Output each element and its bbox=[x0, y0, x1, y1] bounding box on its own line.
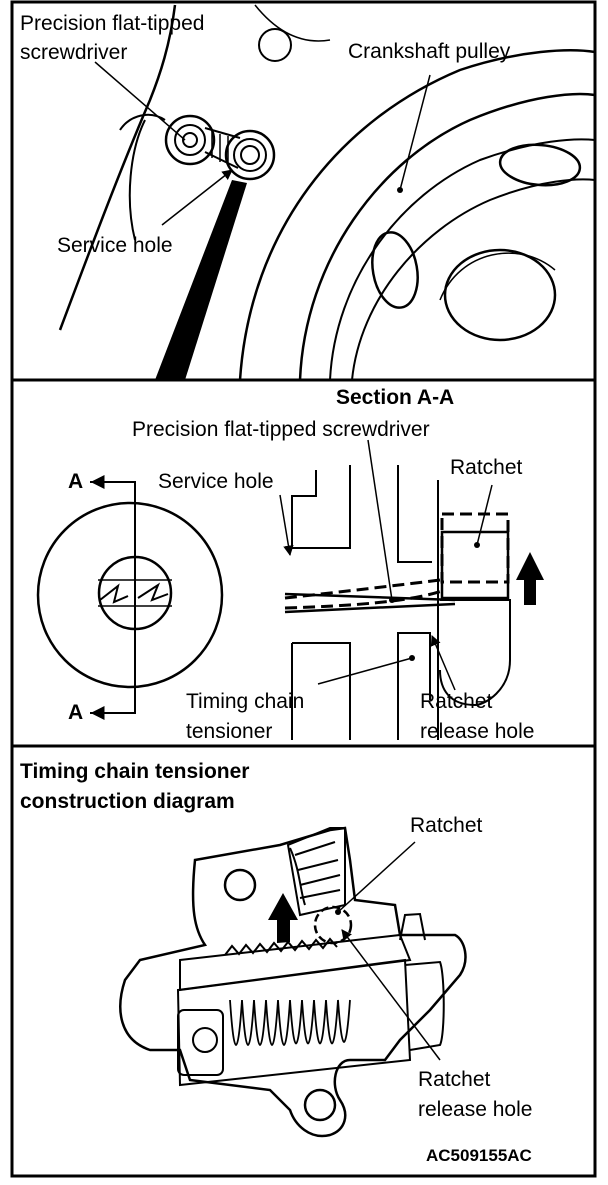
ratchet-circle bbox=[313, 905, 353, 945]
section-screwdriver bbox=[284, 578, 456, 614]
label-release-section-line2: release hole bbox=[420, 720, 535, 743]
label-ratchet-section: Ratchet bbox=[450, 456, 523, 479]
construction-title-line2: construction diagram bbox=[20, 790, 235, 813]
label-ratchet-construction: Ratchet bbox=[410, 814, 483, 837]
section-mark-top: A bbox=[68, 470, 84, 493]
leader-screwdriver bbox=[94, 61, 186, 141]
leader-pulley bbox=[399, 74, 431, 191]
up-arrow-construction bbox=[268, 893, 298, 943]
section-wedge bbox=[155, 180, 247, 380]
label-release-section-line1: Ratchet bbox=[420, 690, 493, 713]
construction-title-line1: Timing chain tensioner bbox=[20, 760, 250, 783]
leader-service-hole bbox=[161, 169, 233, 226]
label-tensioner-line1: Timing chain bbox=[186, 690, 305, 713]
label-release-construction-line1: Ratchet bbox=[418, 1068, 491, 1091]
label-screwdriver-line1: Precision flat-tipped bbox=[20, 12, 205, 35]
section-title: Section A-A bbox=[336, 386, 455, 409]
label-screwdriver-line2: screwdriver bbox=[20, 41, 128, 64]
pulley-illustration bbox=[58, 4, 596, 381]
end-view bbox=[36, 501, 224, 689]
label-service-hole-top: Service hole bbox=[57, 234, 173, 257]
label-service-hole-section: Service hole bbox=[158, 470, 274, 493]
up-arrow-section bbox=[516, 552, 544, 605]
ratchet-dashed bbox=[440, 512, 510, 584]
figure-code: AC509155AC bbox=[426, 1146, 532, 1165]
label-crankshaft-pulley: Crankshaft pulley bbox=[348, 40, 511, 63]
outer-frame bbox=[10, 0, 597, 1178]
label-release-construction-line2: release hole bbox=[418, 1098, 533, 1121]
section-mark-bottom: A bbox=[68, 701, 84, 724]
label-tensioner-line2: tensioner bbox=[186, 720, 273, 743]
section-line bbox=[90, 481, 136, 714]
tensioner-illustration bbox=[119, 826, 467, 1138]
label-screwdriver-section: Precision flat-tipped screwdriver bbox=[132, 418, 430, 441]
